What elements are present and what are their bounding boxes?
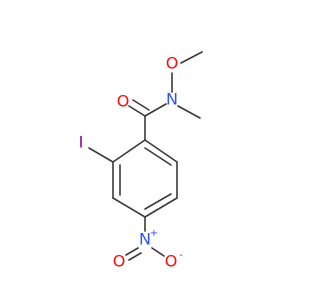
nitro-oxygen-right-label: O [165,252,178,271]
bond-nitro-o-left-1 [125,247,139,256]
bond-c4-c5 [144,197,178,218]
nitro-nitrogen-charge: + [150,228,158,239]
bond-nitro-o-right [151,247,165,257]
bond-carbonyl-o-1 [128,105,146,117]
bond-c3-c4 [112,197,146,218]
bond-carbonyl-n [144,103,167,117]
amide-nitrogen-label: N [166,90,178,109]
methoxy-oxygen-label: O [166,54,179,73]
iodine-label: I [79,133,84,152]
bond-c6-c1 [144,139,178,163]
nitro-nitrogen-label: N [139,230,151,249]
carbonyl-oxygen-label: O [117,92,130,111]
bond-c4-c5-inner [144,193,172,210]
bond-n-methyl [177,105,201,119]
bond-carbonyl-o-2 [132,99,150,111]
nitro-oxygen-right-charge: - [179,250,183,261]
atom-labels: O N O I N + O O - [79,54,184,271]
molecule-structure-diagram: O N O I N + O O - [79,51,203,271]
bond-nitro-o-left-2 [128,252,142,261]
bond-c6-c1-inner [144,147,172,166]
nitro-oxygen-left-label: O [113,252,126,271]
bond-o-methyl [180,51,203,64]
bond-c2-iodine [88,147,114,163]
bond-c1-c2 [112,139,146,163]
bonds [88,51,203,261]
